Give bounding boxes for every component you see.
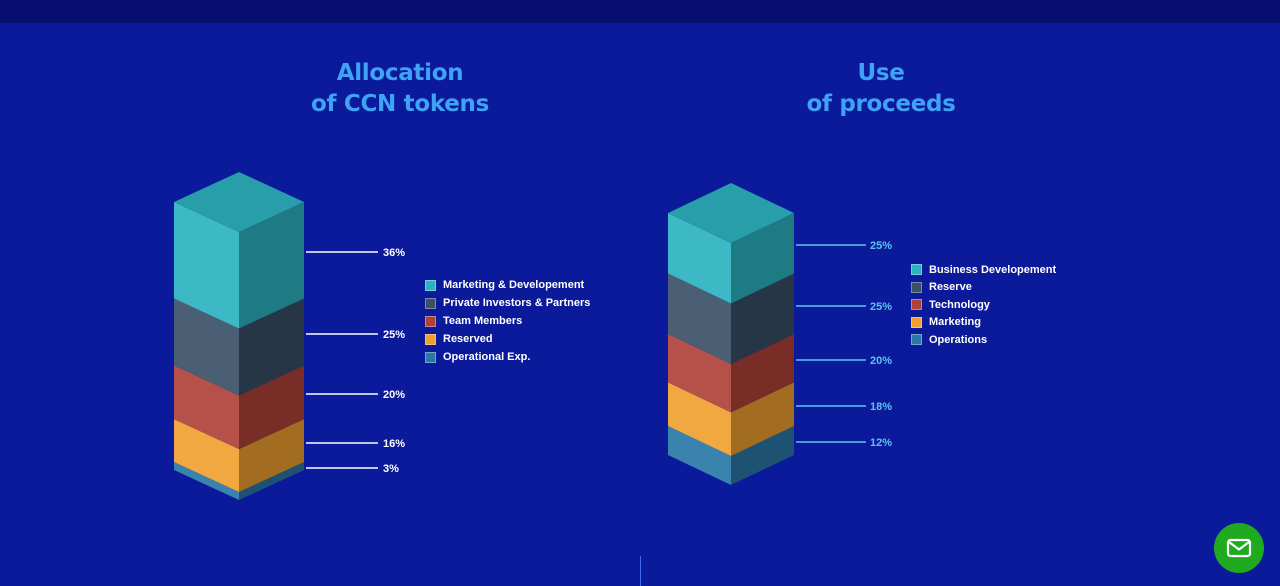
data-label: 20% [870,355,892,367]
data-label: 18% [870,401,892,413]
cube-top-face [174,172,304,232]
segment-left-face [174,419,239,492]
segment-left-face [668,425,731,485]
legend-swatch [911,281,922,293]
legend-label: Marketing [929,316,981,329]
data-label: 25% [383,329,405,341]
section-divider [640,556,641,586]
cube-segment [668,382,794,456]
segment-left-face [668,334,731,413]
legend-label: Private Investors & Partners [443,297,591,309]
legend-item: Technology [911,296,1056,314]
legend-label: Business Developement [929,263,1057,276]
cube-segment [668,334,794,413]
legend-item: Operational Exp. [425,348,590,366]
segment-right-face [239,202,304,329]
cube-segment [668,213,794,304]
data-label: 36% [383,247,405,259]
cube-segment [174,202,304,329]
legend-item: Team Members [425,312,590,330]
title-line: Use [857,60,905,86]
title-line: of CCN tokens [310,91,490,117]
segment-right-face [731,382,794,456]
title-line: Allocation [336,60,464,86]
legend-item: Marketing & Developement [425,276,590,294]
mail-icon [1226,538,1252,558]
legend-label: Marketing & Developement [443,279,585,291]
cube-segment [174,298,304,396]
segment-left-face [668,273,731,364]
legend-swatch [911,264,922,276]
legend-item: Private Investors & Partners [425,294,590,312]
segment-right-face [239,461,304,500]
segment-left-face [174,365,239,450]
chart-title-allocation: Allocation of CCN tokens [200,58,600,120]
data-label: 3% [383,463,399,475]
legend-swatch [425,333,436,345]
legend-label: Technology [929,298,990,311]
cube-segment [174,365,304,450]
segment-right-face [239,419,304,492]
segment-left-face [174,461,239,500]
cube-segment [668,425,794,485]
legend-item: Operations [911,331,1056,349]
legend-label: Operational Exp. [443,351,531,363]
cube-chart-1: 36% 25% 20% 16% 3% [174,172,405,500]
data-label: 20% [383,389,405,401]
data-label: 25% [870,240,892,252]
legend-label: Team Members [443,315,523,327]
legend-label: Reserved [443,333,493,345]
cube-top-face [668,183,794,243]
legend-swatch [425,315,436,327]
legend-swatch [911,316,922,328]
legend-swatch [425,279,436,291]
segment-left-face [668,382,731,456]
title-line: of proceeds [806,91,956,117]
segment-right-face [731,425,794,485]
legend-item: Business Developement [911,261,1056,279]
segment-right-face [239,365,304,450]
data-label: 16% [383,438,405,450]
data-label: 25% [870,301,892,313]
legend-label: Operations [929,333,988,346]
data-label: 12% [870,437,892,449]
legend-swatch [425,297,436,309]
cube-segment [174,461,304,500]
cube-segment [668,273,794,364]
legend-label: Reserve [929,281,972,294]
cube-segment [174,419,304,492]
legend-item: Reserved [425,330,590,348]
segment-left-face [174,298,239,396]
legend-swatch [911,299,922,311]
segment-right-face [731,213,794,304]
legend-swatch [911,334,922,346]
legend-swatch [425,351,436,363]
contact-mail-button[interactable] [1214,523,1264,573]
top-navigation-bar [0,0,1280,23]
cube-chart-2: 25% 25% 20% 18% 12% [668,183,892,485]
chart-title-proceeds: Use of proceeds [681,58,1081,120]
segment-right-face [239,298,304,396]
legend-item: Reserve [911,279,1056,297]
segment-right-face [731,273,794,364]
segment-right-face [731,334,794,413]
segment-left-face [174,202,239,329]
segment-left-face [668,213,731,304]
legend-item: Marketing [911,314,1056,332]
